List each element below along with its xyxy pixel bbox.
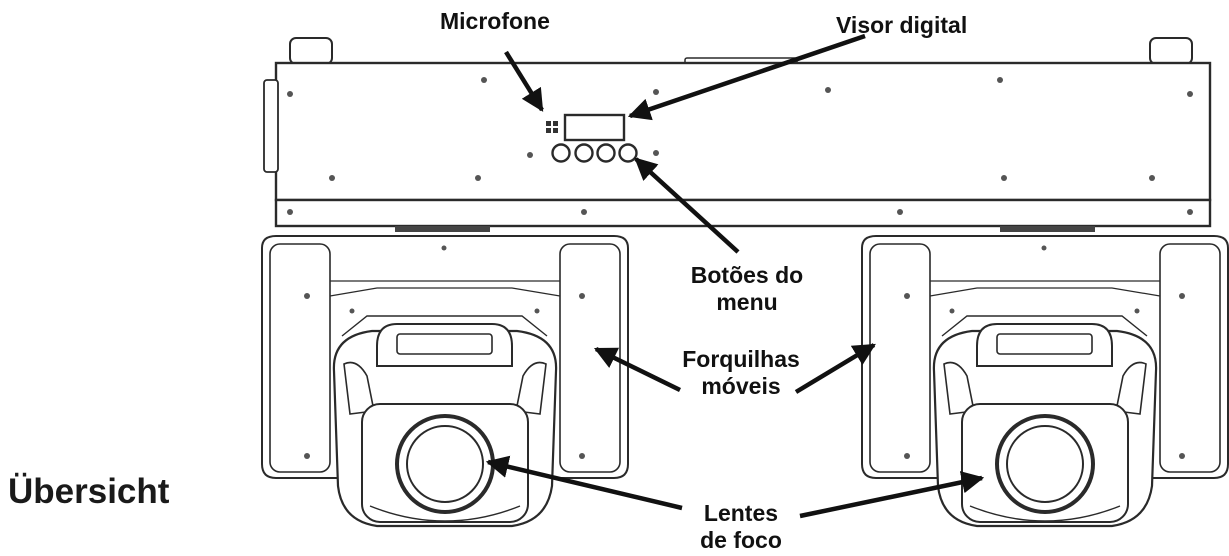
digital-display — [563, 113, 626, 142]
arrow-lentes-left — [485, 455, 683, 511]
controller-bar — [263, 37, 1212, 232]
arrow-visor-digital — [627, 33, 866, 121]
label-visor-digital: Visor digital — [836, 12, 968, 38]
menu-buttons — [551, 143, 638, 163]
arrow-lentes-right — [799, 471, 985, 519]
label-lentes-de-foco: Lentes de foco — [700, 500, 782, 553]
arrow-botoes-menu — [634, 157, 740, 254]
label-forquilhas-moveis: Forquilhas móveis — [682, 346, 800, 399]
label-botoes-do-menu: Botões do menu — [690, 262, 804, 315]
microphone-icon — [546, 121, 558, 133]
moving-head-right — [860, 234, 1229, 528]
page-title: Übersicht — [8, 472, 170, 511]
arrow-forquilhas-left — [593, 346, 681, 393]
arrow-forquilhas-right — [794, 343, 876, 394]
arrow-microfone — [504, 50, 544, 112]
label-microfone: Microfone — [440, 8, 550, 34]
